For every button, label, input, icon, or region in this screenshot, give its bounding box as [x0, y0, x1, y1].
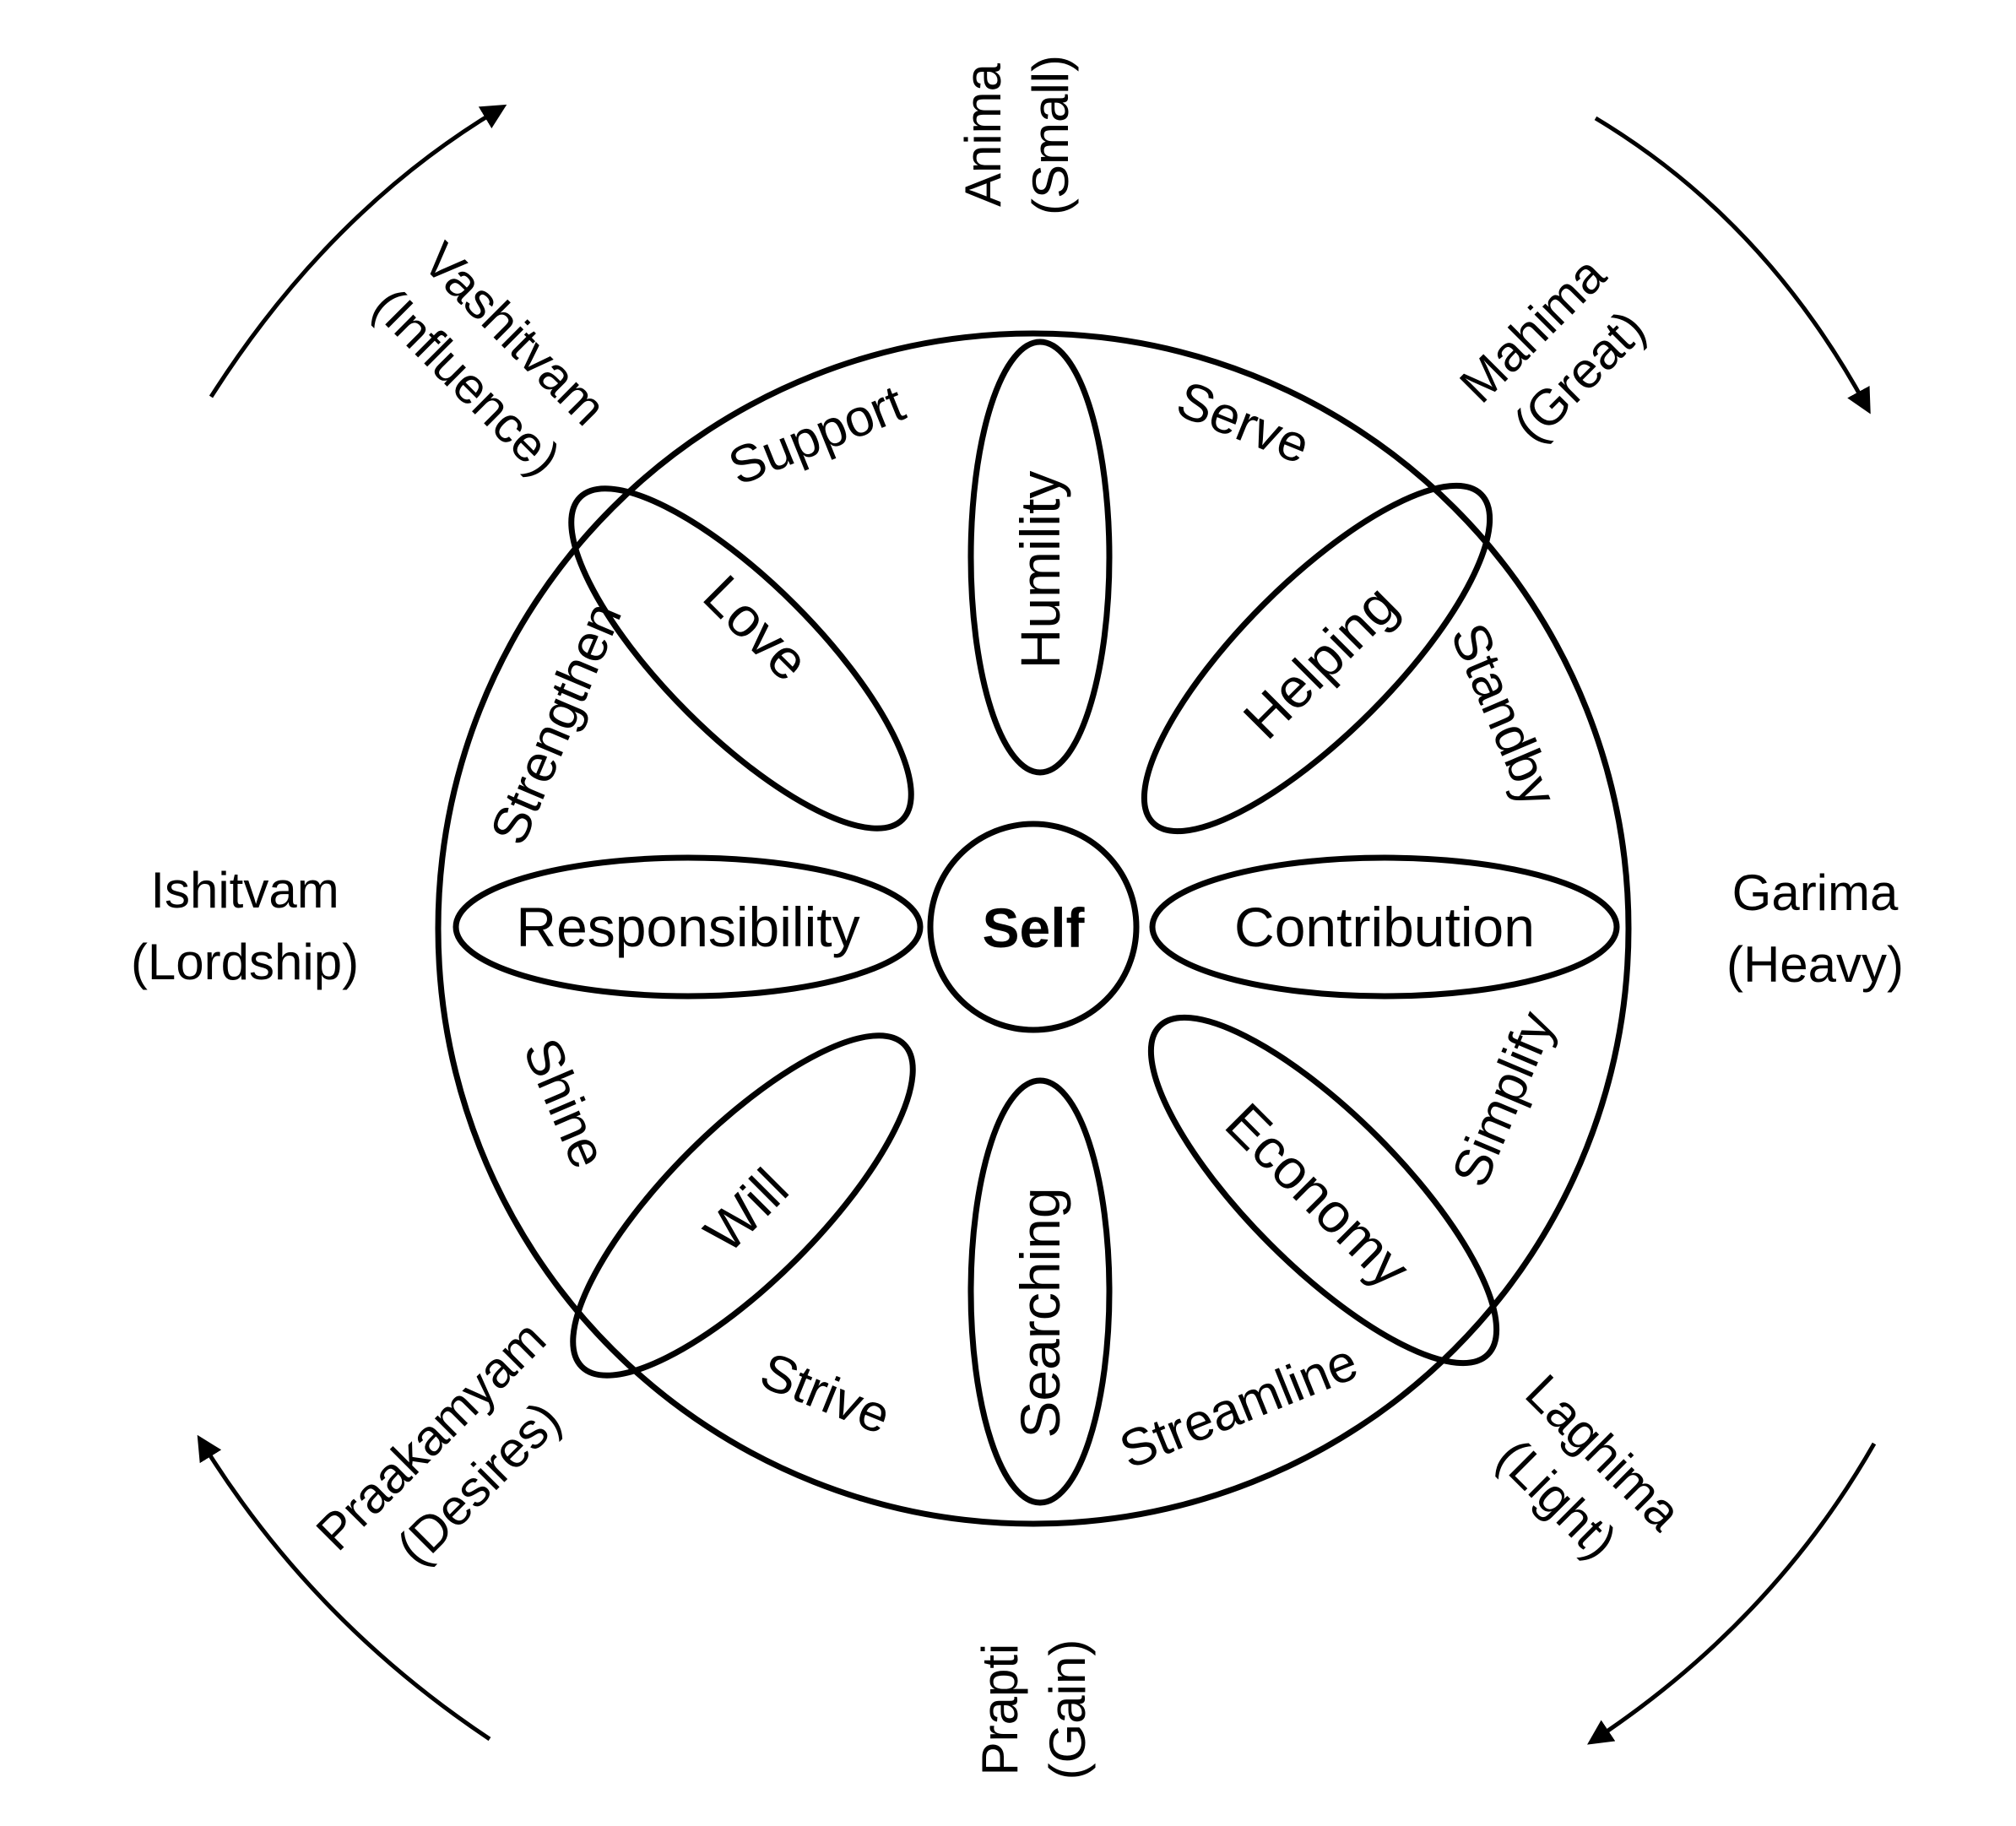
ring-word-shine: Shine [512, 1031, 617, 1177]
self-label: Self [982, 897, 1085, 959]
outer-label-garima-meaning: (Heavy) [1726, 936, 1904, 993]
outer-label-prapti-meaning: (Gain) [1039, 1639, 1096, 1780]
outer-label-vashitvam: Vashitvam (Influence) [362, 231, 617, 486]
petal-bottom-left [570, 1032, 916, 1379]
petals [453, 339, 1620, 1506]
ring-word-standby: Standby [1439, 615, 1568, 815]
arrow-top-left [209, 104, 507, 398]
petal-label-will: Will [692, 1157, 799, 1264]
outer-ring-circle [435, 330, 1632, 1527]
ring-word-streamline: Streamline [1112, 1332, 1366, 1480]
ring-word-support: Support [721, 374, 913, 496]
petal-label-responsibility: Responsibility [516, 896, 859, 958]
ring-word-serve: Serve [1169, 371, 1318, 476]
petal-bottom [967, 1077, 1113, 1506]
petal-label-humility: Humility [1009, 471, 1071, 669]
outer-label-ishitvam-name: Ishitvam [150, 862, 339, 918]
outer-label-garima: Garima (Heavy) [1726, 864, 1904, 993]
ring-word-simplify: Simplify [1441, 1004, 1566, 1195]
outer-label-praakamyam: Praakamyam (Desires) [306, 1310, 572, 1576]
petal-label-economy: Economy [1214, 1091, 1423, 1299]
petal-top [967, 339, 1113, 776]
outer-arrows [197, 104, 1877, 1745]
petal-label-helping: Helping [1231, 572, 1409, 750]
petal-label-contribution: Contribution [1234, 896, 1535, 958]
ring-word-strengthen: Strengthen [480, 594, 633, 853]
outer-label-anima-meaning: (Small) [1022, 55, 1079, 215]
arrow-bottom-right [1587, 1442, 1877, 1745]
outer-label-ishitvam: Ishitvam (Lordship) [131, 862, 359, 990]
outer-label-prapti: Prapti (Gain) [972, 1639, 1096, 1780]
self-circle [927, 821, 1140, 1033]
outer-label-anima-name: Anima [955, 62, 1011, 207]
outer-label-mahima: Mahima (Great) [1449, 246, 1656, 453]
petal-right [1149, 854, 1620, 1000]
ring-word-strive: Strive [752, 1341, 898, 1445]
outer-label-anima: Anima (Small) [955, 55, 1079, 215]
petal-top-right [1141, 482, 1493, 835]
petal-left [453, 854, 924, 1000]
outer-label-prapti-name: Prapti [972, 1644, 1028, 1776]
outer-label-laghima: Laghima (Light) [1487, 1363, 1693, 1569]
outer-label-garima-name: Garima [1732, 864, 1899, 921]
petal-top-left [568, 485, 914, 832]
outer-label-ishitvam-meaning: (Lordship) [131, 934, 359, 990]
arrow-top-right [1594, 116, 1871, 415]
arrow-bottom-left [197, 1434, 491, 1742]
petal-bottom-right [1147, 1014, 1500, 1367]
petal-label-love: Love [691, 563, 821, 693]
petal-label-searching: Searching [1009, 1187, 1071, 1438]
